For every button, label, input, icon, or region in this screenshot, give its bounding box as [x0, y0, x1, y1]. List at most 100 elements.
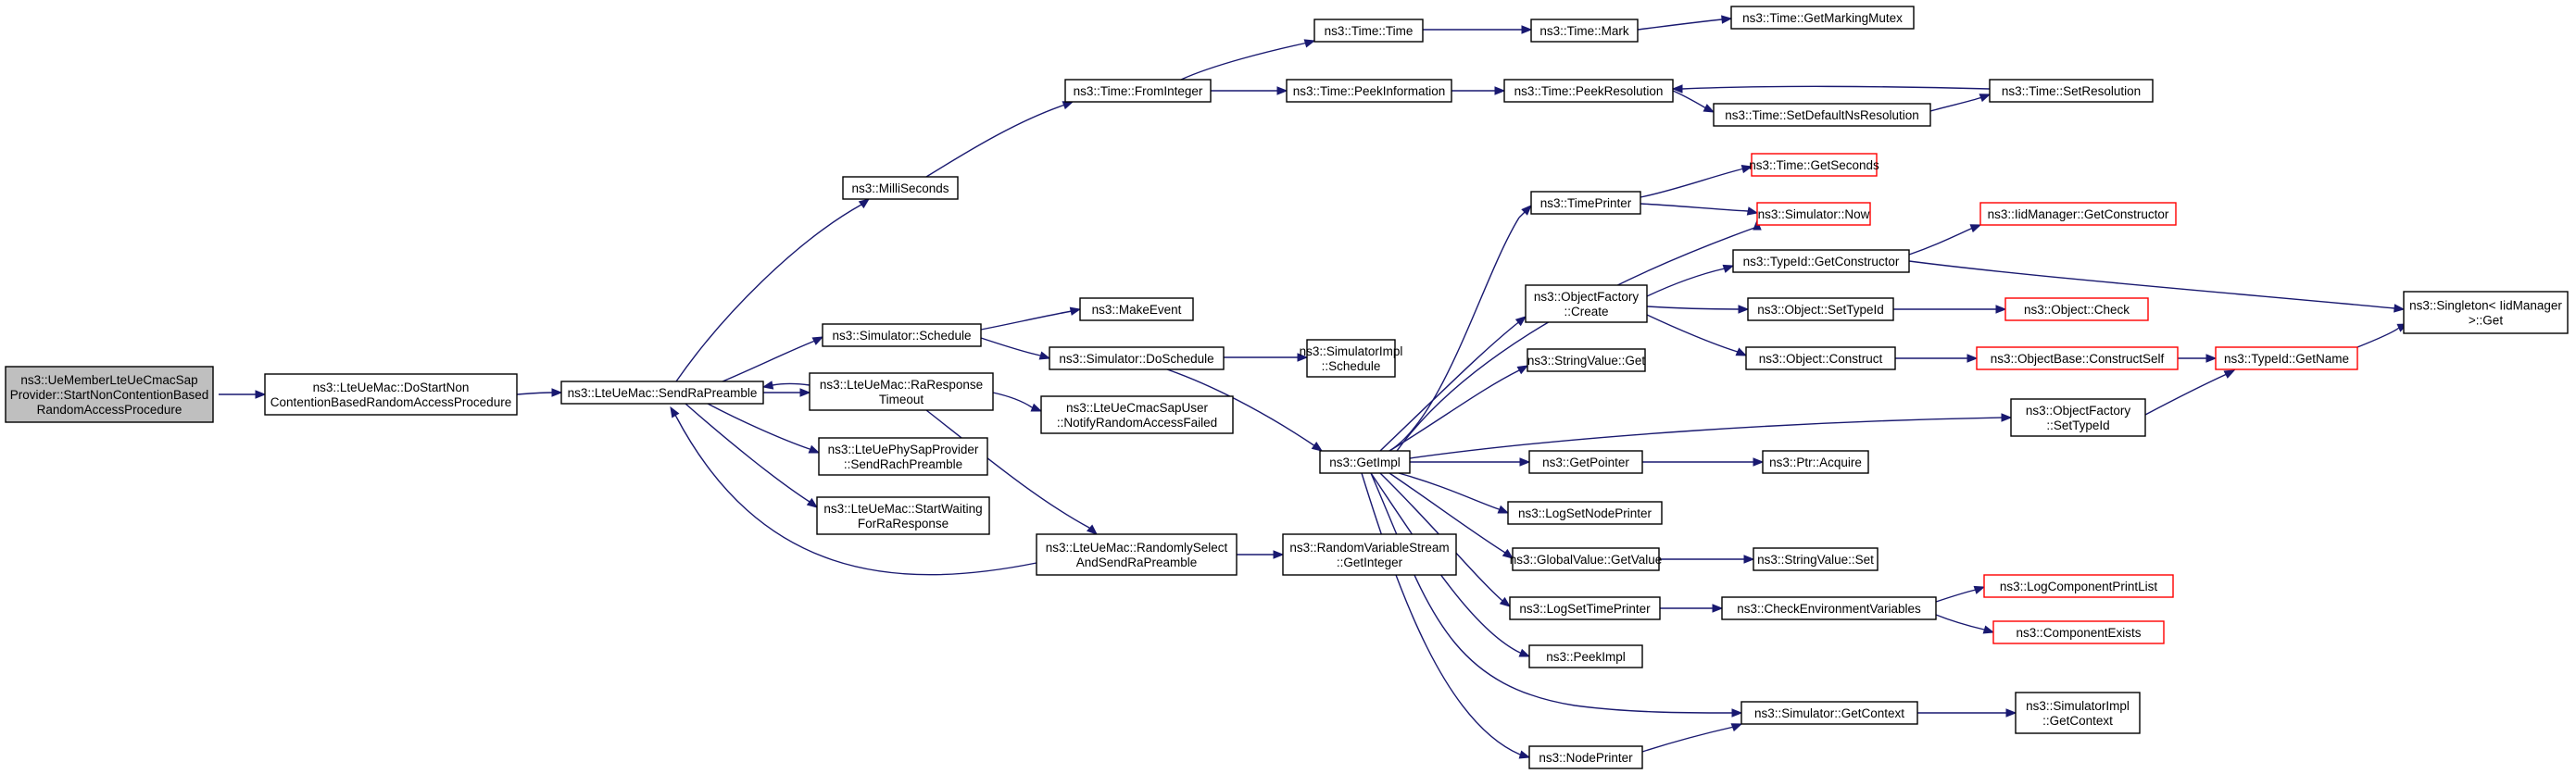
- function-node-markmutex[interactable]: ns3::Time::GetMarkingMutex: [1730, 6, 1915, 30]
- function-node-simgetctx[interactable]: ns3::Simulator::GetContext: [1740, 701, 1918, 725]
- node-box: [1525, 284, 1648, 323]
- function-node-objfactcreate[interactable]: ns3::ObjectFactory::Create: [1525, 284, 1648, 323]
- node-label: ::SetTypeId: [2046, 418, 2109, 432]
- function-node-makeevent[interactable]: ns3::MakeEvent: [1079, 297, 1194, 321]
- node-label: ns3::Simulator::GetContext: [1754, 706, 1904, 720]
- call-edge: [2356, 323, 2409, 348]
- node-label: ns3::GetPointer: [1542, 456, 1629, 469]
- function-node-constructself[interactable]: ns3::ObjectBase::ConstructSelf: [1976, 346, 2179, 370]
- function-node-milli[interactable]: ns3::MilliSeconds: [842, 176, 959, 200]
- function-node-objsettypeid[interactable]: ns3::Object::SetTypeId: [1747, 297, 1894, 321]
- function-node-timetime[interactable]: ns3::Time::Time: [1313, 19, 1424, 43]
- function-node-schedule[interactable]: ns3::Simulator::Schedule: [822, 323, 982, 347]
- call-edge: [1642, 457, 1765, 467]
- function-node-objconstruct[interactable]: ns3::Object::Construct: [1745, 346, 1896, 370]
- function-node-typeidgetname[interactable]: ns3::TypeId::GetName: [2215, 346, 2358, 370]
- call-edge: [1672, 90, 1715, 113]
- node-label: ns3::Simulator::DoSchedule: [1059, 352, 1213, 366]
- function-node-objcheck[interactable]: ns3::Object::Check: [2004, 297, 2149, 321]
- function-node-notifyra[interactable]: ns3::LteUeCmacSapUser::NotifyRandomAcces…: [1040, 395, 1234, 434]
- function-node-peekres[interactable]: ns3::Time::PeekResolution: [1503, 79, 1674, 103]
- function-node-logcompprint[interactable]: ns3::LogComponentPrintList: [1983, 574, 2174, 598]
- function-node-getimpl[interactable]: ns3::GetImpl: [1319, 450, 1411, 474]
- node-box: [1527, 348, 1646, 372]
- call-edge: [1361, 472, 1531, 759]
- call-edge: [685, 403, 819, 508]
- node-box: [1753, 547, 1879, 571]
- node-box: [1528, 644, 1643, 668]
- call-edge: [763, 388, 811, 397]
- function-node-sendrach[interactable]: ns3::LteUePhySapProvider::SendRachPreamb…: [818, 437, 988, 476]
- function-node-fromint[interactable]: ns3::Time::FromInteger: [1064, 79, 1212, 103]
- function-node-compexists[interactable]: ns3::ComponentExists: [1992, 620, 2165, 644]
- function-node-checkenv[interactable]: ns3::CheckEnvironmentVariables: [1721, 596, 1937, 620]
- call-edge: [1389, 472, 1514, 559]
- node-label: ::NotifyRandomAccessFailed: [1057, 416, 1217, 430]
- function-node-ptracquire[interactable]: ns3::Ptr::Acquire: [1762, 450, 1869, 474]
- call-edge: [219, 390, 267, 399]
- function-node-timeprinter[interactable]: ns3::TimePrinter: [1530, 191, 1641, 215]
- node-label: ns3::LteUeMac::StartWaiting: [823, 502, 982, 516]
- function-node-simnow[interactable]: ns3::Simulator::Now: [1756, 202, 1871, 226]
- node-label: ns3::NodePrinter: [1539, 751, 1633, 765]
- call-edge: [1908, 260, 2406, 313]
- function-node-singleton[interactable]: ns3::Singleton< IidManager >::Get: [2403, 291, 2569, 334]
- node-box: [1509, 596, 1661, 620]
- node-label: ns3::UeMemberLteUeCmacSap: [20, 373, 197, 387]
- function-node-strvalget[interactable]: ns3::StringValue::Get: [1527, 348, 1646, 372]
- node-box: [1747, 297, 1894, 321]
- call-edge: [1646, 264, 1735, 297]
- node-label: ns3::LteUeMac::RaResponse: [820, 378, 983, 392]
- call-edge: [1166, 368, 1324, 452]
- function-node-peekinfo[interactable]: ns3::Time::PeekInformation: [1286, 79, 1452, 103]
- node-box: [2015, 692, 2141, 734]
- function-node-getpointer[interactable]: ns3::GetPointer: [1528, 450, 1643, 474]
- function-node-simimplsched[interactable]: ns3::SimulatorImpl::Schedule: [1300, 339, 1403, 378]
- function-node-nodeprinter[interactable]: ns3::NodePrinter: [1528, 745, 1643, 769]
- function-node-peekimpl[interactable]: ns3::PeekImpl: [1528, 644, 1643, 668]
- node-box: [5, 366, 214, 423]
- node-label: ns3::TimePrinter: [1540, 196, 1632, 210]
- function-node-gvgetvalue[interactable]: ns3::GlobalValue::GetValue: [1510, 547, 1663, 571]
- call-edge: [2177, 354, 2218, 363]
- function-node-logsetnode[interactable]: ns3::LogSetNodePrinter: [1507, 501, 1663, 525]
- call-edge: [1935, 585, 1986, 603]
- call-edge: [1396, 218, 1762, 452]
- function-node-sendra[interactable]: ns3::LteUeMac::SendRaPreamble: [560, 381, 764, 405]
- function-node-randsel[interactable]: ns3::LteUeMac::RandomlySelectAndSendRaPr…: [1036, 533, 1238, 576]
- node-label: ns3::MilliSeconds: [851, 181, 949, 195]
- node-box: [1079, 297, 1194, 321]
- node-box: [1989, 79, 2154, 103]
- call-edge: [1224, 353, 1309, 362]
- root-function-node: ns3::UeMemberLteUeCmacSapProvider::Start…: [5, 366, 214, 423]
- function-node-logsettime[interactable]: ns3::LogSetTimePrinter: [1509, 596, 1661, 620]
- call-edge: [925, 409, 1099, 535]
- function-node-rvsgetint[interactable]: ns3::RandomVariableStream::GetInteger: [1282, 533, 1457, 576]
- call-edge: [1640, 164, 1753, 198]
- node-label: ::Create: [1564, 305, 1608, 318]
- node-label: ns3::Simulator::Schedule: [832, 329, 971, 343]
- node-label: ns3::Time::PeekInformation: [1293, 84, 1446, 98]
- node-box: [1762, 450, 1869, 474]
- function-node-typeidgetctor[interactable]: ns3::TypeId::GetConstructor: [1732, 249, 1910, 273]
- function-node-strvalset[interactable]: ns3::StringValue::Set: [1753, 547, 1879, 571]
- function-node-doschedule[interactable]: ns3::Simulator::DoSchedule: [1049, 346, 1225, 370]
- node-label: ns3::Time::GetSeconds: [1749, 158, 1879, 172]
- call-edge: [2144, 369, 2236, 416]
- function-node-iidgetctor[interactable]: ns3::IidManager::GetConstructor: [1979, 202, 2177, 226]
- function-node-getseconds[interactable]: ns3::Time::GetSeconds: [1749, 153, 1879, 177]
- function-node-dostart[interactable]: ns3::LteUeMac::DoStartNonContentionBased…: [264, 373, 518, 416]
- node-box: [1319, 450, 1411, 474]
- function-node-setres[interactable]: ns3::Time::SetResolution: [1989, 79, 2154, 103]
- node-box: [1528, 450, 1643, 474]
- call-edge: [722, 336, 824, 382]
- node-label: ns3::LogSetNodePrinter: [1518, 506, 1652, 520]
- node-box: [1732, 249, 1910, 273]
- function-node-timemark[interactable]: ns3::Time::Mark: [1530, 19, 1639, 43]
- function-node-setdefns[interactable]: ns3::Time::SetDefaultNsResolution: [1713, 103, 1931, 127]
- node-label: ForRaResponse: [858, 517, 949, 531]
- function-node-objfactsettid[interactable]: ns3::ObjectFactory::SetTypeId: [2010, 398, 2146, 437]
- function-node-simimplgetctx[interactable]: ns3::SimulatorImpl::GetContext: [2015, 692, 2141, 734]
